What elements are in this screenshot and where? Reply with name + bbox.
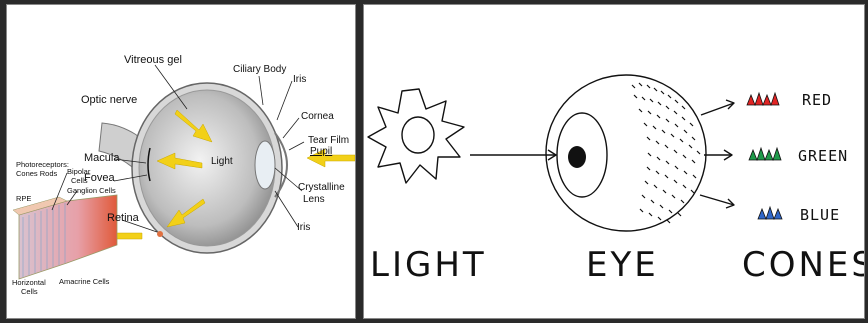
label-macula: Macula — [84, 152, 120, 164]
label-optic-nerve: Optic nerve — [81, 94, 138, 106]
label-bipolar: Bipolar — [67, 167, 91, 176]
green-cones-icon — [748, 146, 782, 162]
cone-label-blue: BLUE — [800, 206, 841, 224]
light-source-core — [401, 116, 435, 154]
label-lens: Lens — [303, 194, 325, 205]
label-ganglion-cells: Ganglion Cells — [67, 186, 116, 195]
label-iris-top: Iris — [293, 74, 307, 85]
label-horizontal-cells: Cells — [21, 287, 38, 296]
label-photoreceptors: Photoreceptors: — [16, 160, 69, 169]
cone-label-red: RED — [802, 91, 833, 109]
label-fovea: Fovea — [84, 172, 115, 184]
light-eye-cones-sketch: RED GREEN BLUE LIGHT EYE CONES — [363, 4, 865, 319]
retina-stipple — [631, 82, 701, 224]
label-crystalline: Crystalline — [298, 182, 345, 193]
eyeball-outline — [545, 74, 707, 232]
sketch-illustration — [367, 74, 783, 232]
label-vitreous-gel: Vitreous gel — [124, 54, 182, 66]
label-retina: Retina — [107, 212, 139, 224]
blue-cones-icon — [757, 205, 783, 221]
eye-anatomy-illustration — [12, 64, 355, 280]
label-light: Light — [211, 156, 233, 167]
label-iris-bottom: Iris — [297, 222, 311, 233]
label-bipolar-cells: Cells — [71, 176, 88, 185]
caption-eye: EYE — [586, 245, 659, 285]
label-tear-film: Tear Film — [308, 135, 350, 146]
label-rpe: RPE — [16, 194, 32, 203]
red-cones-icon — [746, 91, 780, 107]
iris-outline — [556, 112, 608, 198]
label-cones-rods: Cones Rods — [16, 169, 58, 178]
cone-label-green: GREEN — [798, 147, 849, 165]
light-source-icon — [367, 88, 465, 184]
label-cornea: Cornea — [301, 111, 334, 122]
caption-cones: CONES — [742, 245, 865, 285]
label-ciliary-body: Ciliary Body — [233, 64, 287, 75]
label-horizontal: Horizontal — [12, 278, 46, 287]
eye-anatomy-panel: Vitreous gel Ciliary Body Iris Optic ner… — [6, 4, 356, 319]
label-amacrine-cells: Amacrine Cells — [59, 277, 110, 286]
caption-light: LIGHT — [370, 245, 487, 285]
label-pupil: Pupil — [310, 146, 333, 157]
